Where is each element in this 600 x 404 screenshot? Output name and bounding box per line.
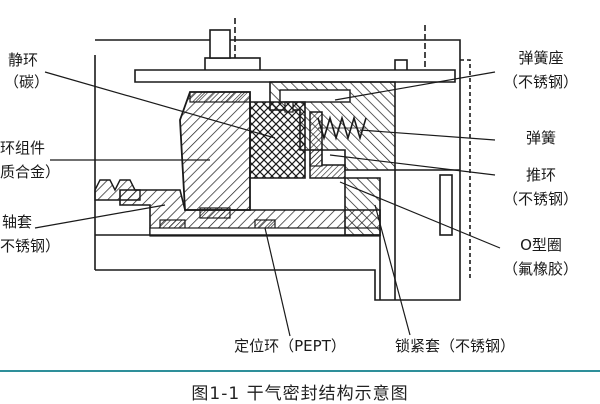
label-ring-assembly-material: 质合金）	[0, 163, 61, 181]
label-o-ring: O型圈	[520, 236, 562, 254]
label-sleeve-material: 不锈钢）	[0, 237, 61, 255]
spring-seat-pin	[279, 89, 351, 103]
label-push-ring-material: （不锈钢）	[502, 190, 578, 208]
label-spring-seat: 弹簧座	[518, 49, 564, 67]
figure-caption: 图1-1 干气密封结构示意图	[191, 384, 409, 404]
label-static-ring-material: （碳）	[4, 73, 50, 91]
label-ring-assembly: 环组件	[0, 139, 46, 157]
label-lock-sleeve: 锁紧套（不锈钢）	[394, 337, 515, 355]
label-spring: 弹簧	[525, 129, 556, 147]
label-spring-seat-material: （不锈钢）	[502, 73, 578, 91]
label-sleeve: 轴套	[2, 213, 33, 231]
caption-rule	[0, 370, 600, 372]
label-locating-ring: 定位环（PEPT）	[234, 337, 346, 355]
upper-gland	[134, 29, 456, 83]
rotating-ring	[179, 91, 251, 211]
leader-lines	[34, 71, 501, 337]
label-push-ring: 推环	[525, 166, 556, 184]
housing	[94, 18, 471, 301]
label-o-ring-material: （氟橡胶）	[502, 260, 578, 278]
label-static-ring: 静环	[8, 51, 39, 69]
shaft-teeth	[94, 179, 141, 201]
static-ring	[249, 101, 306, 179]
spring	[317, 115, 367, 141]
